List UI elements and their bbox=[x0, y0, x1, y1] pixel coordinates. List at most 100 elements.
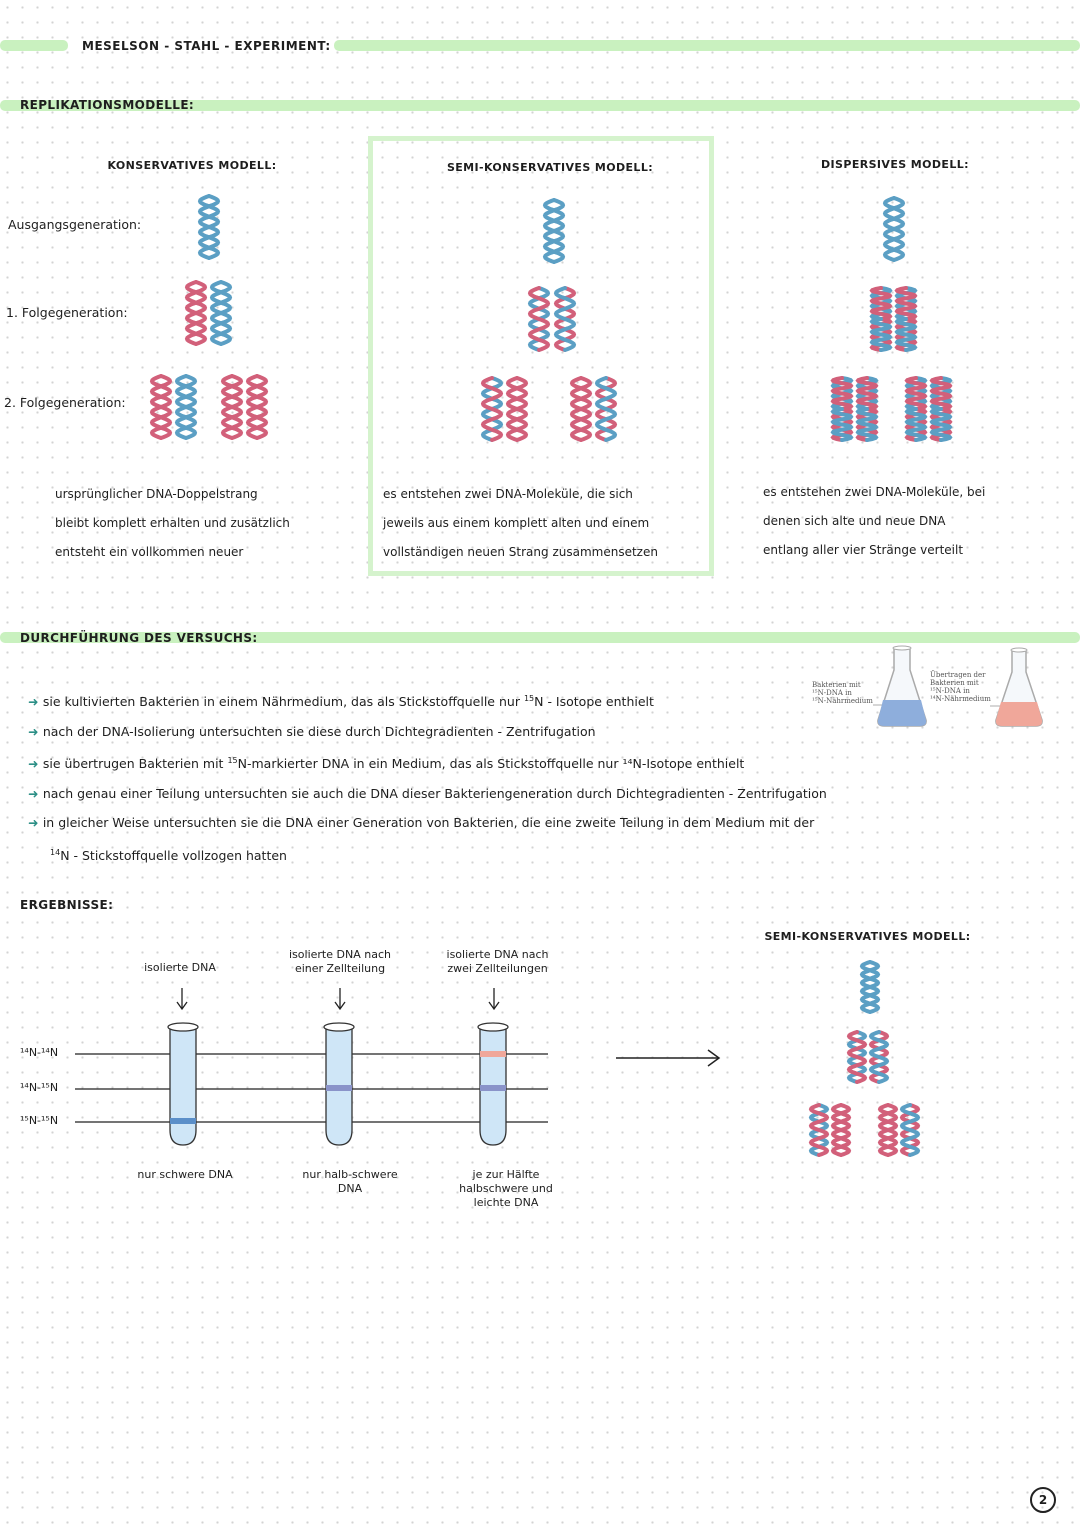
generation-label-0: Ausgangsgeneration: bbox=[8, 217, 142, 232]
dna-helix-hybrid bbox=[899, 1103, 921, 1157]
arrow-right-icon: ➜ bbox=[28, 723, 43, 739]
tube-caption-line: je zur Hälfte bbox=[472, 1168, 540, 1181]
tube-caption-1: nur halb-schwere DNA bbox=[280, 1168, 420, 1196]
step-text: N-markierter DNA in ein Medium, das als … bbox=[237, 756, 745, 772]
flask-illustrations bbox=[873, 645, 1043, 727]
model-title-semi-conservative: SEMI-KONSERVATIVES MODELL: bbox=[446, 161, 654, 174]
step-text: nach der DNA-Isolierung untersuchten sie… bbox=[42, 723, 596, 739]
tube-caption-line: DNA bbox=[337, 1182, 363, 1195]
flask-label-left: Bakterien mit ¹⁵N-DNA in ¹⁵N-Nährmedium bbox=[812, 681, 882, 705]
tube-header-2: isolierte DNA nach zwei Zellteilungen bbox=[425, 948, 570, 976]
arrow-right-icon: ➜ bbox=[28, 815, 43, 831]
desc-line: denen sich alte und neue DNA bbox=[763, 514, 946, 528]
tube-caption-line: halbschwere und bbox=[459, 1182, 553, 1195]
tube-header-line: einer Zellteilung bbox=[294, 962, 386, 975]
dna-helix-hybrid bbox=[480, 376, 504, 442]
desc-line: jeweils aus einem komplett alten und ein… bbox=[383, 516, 650, 530]
desc-line: bleibt komplett erhalten und zusätzlich bbox=[55, 516, 290, 530]
dna-helix-new bbox=[149, 374, 173, 440]
desc-line: es entstehen zwei DNA-Moleküle, bei bbox=[763, 485, 986, 499]
tube-header-line: isolierte DNA nach bbox=[446, 948, 549, 961]
dna-helix-dispersive bbox=[894, 286, 918, 321]
flask-label-line: ¹⁵N-DNA in bbox=[930, 687, 970, 695]
procedure-step: ➜ nach genau einer Teilung untersuchten … bbox=[28, 779, 1028, 809]
dna-helix-hybrid bbox=[868, 1030, 890, 1084]
dna-helix-parent bbox=[859, 960, 881, 1014]
procedure-step: ➜ nach der DNA-Isolierung untersuchten s… bbox=[28, 717, 1028, 747]
flask-label-line: Bakterien mit bbox=[930, 679, 979, 687]
dna-helix-new bbox=[184, 280, 208, 346]
step-text: sie übertrugen Bakterien mit bbox=[42, 756, 228, 772]
step-text: in gleicher Weise untersuchten sie die D… bbox=[42, 815, 815, 831]
page-number: 2 bbox=[1030, 1487, 1056, 1513]
models-heading: REPLIKATIONSMODELLE: bbox=[20, 98, 195, 112]
flask-label-line: ¹⁴N-Nährmedium bbox=[930, 695, 991, 703]
desc-line: vollständigen neuen Strang zusammensetze… bbox=[383, 545, 658, 559]
isotope-superscript: 15 bbox=[227, 756, 238, 766]
band-label-heavy: ¹⁵N-¹⁵N bbox=[20, 1114, 59, 1127]
tube-header-line: isolierte DNA bbox=[144, 961, 216, 974]
dna-helix-dispersive bbox=[855, 407, 879, 442]
step-text: sie kultivierten Bakterien in einem Nähr… bbox=[42, 694, 524, 710]
dna-helix-new bbox=[220, 374, 244, 440]
band-label-hybrid: ¹⁴N-¹⁵N bbox=[20, 1081, 59, 1094]
tube-caption-line: leichte DNA bbox=[473, 1196, 539, 1209]
results-heading: ERGEBNISSE: bbox=[20, 898, 114, 912]
dna-helix-dispersive bbox=[869, 286, 893, 321]
result-model-title: SEMI-KONSERVATIVES MODELL: bbox=[764, 930, 971, 943]
models-heading-highlight bbox=[0, 100, 1080, 111]
arrow-right-icon: ➜ bbox=[28, 756, 43, 772]
flask-label-right: Übertragen der Bakterien mit ¹⁵N-DNA in … bbox=[930, 671, 1000, 703]
isotope-superscript: 14 bbox=[50, 847, 61, 857]
dna-helix-dispersive bbox=[830, 376, 854, 411]
flask-label-line: Übertragen der bbox=[930, 671, 986, 679]
arrow-right-icon: ➜ bbox=[28, 694, 43, 710]
dna-helix-dispersive bbox=[830, 407, 854, 442]
tube-header-line: isolierte DNA nach bbox=[289, 948, 391, 961]
dna-helix-dispersive bbox=[869, 317, 893, 352]
flask-label-line: ¹⁵N-DNA in bbox=[812, 689, 852, 697]
title-highlight-right bbox=[334, 40, 1080, 51]
tube-caption-2: je zur Hälfte halbschwere und leichte DN… bbox=[436, 1168, 576, 1210]
model-desc-semi-conservative: es entstehen zwei DNA-Moleküle, die sich… bbox=[383, 480, 713, 567]
dna-helix-hybrid bbox=[527, 286, 551, 352]
flask-label-line: ¹⁵N-Nährmedium bbox=[812, 697, 873, 705]
dna-helix-original bbox=[209, 280, 233, 346]
dna-helix-new bbox=[830, 1103, 852, 1157]
dna-helix-hybrid bbox=[594, 376, 618, 442]
down-arrow-icon bbox=[176, 988, 188, 1011]
dna-helix-original bbox=[174, 374, 198, 440]
procedure-list: ➜ sie kultivierten Bakterien in einem Nä… bbox=[28, 684, 1028, 870]
dna-helix-dispersive bbox=[904, 407, 928, 442]
generation-label-2: 2. Folgegeneration: bbox=[4, 395, 126, 410]
dna-helix-new bbox=[505, 376, 529, 442]
dna-helix-new bbox=[877, 1103, 899, 1157]
tube-caption-line: nur schwere DNA bbox=[137, 1168, 233, 1181]
centrifugation-tubes bbox=[75, 988, 721, 1146]
flask-label-line: Bakterien mit bbox=[812, 681, 861, 689]
arrow-right-icon bbox=[616, 1049, 721, 1067]
dna-helix-dispersive bbox=[929, 407, 953, 442]
arrow-right-icon: ➜ bbox=[28, 785, 43, 801]
model-title-dispersive: DISPERSIVES MODELL: bbox=[821, 158, 969, 171]
test-tube-2 bbox=[477, 1022, 509, 1146]
procedure-step: ➜ sie kultivierten Bakterien in einem Nä… bbox=[28, 684, 1028, 717]
isotope-superscript: 15 bbox=[523, 694, 535, 703]
step-text: N - Isotope enthielt bbox=[534, 694, 654, 710]
procedure-step: ➜ sie übertrugen Bakterien mit 15N-marki… bbox=[28, 746, 1028, 779]
tube-header-0: isolierte DNA bbox=[120, 961, 240, 975]
desc-line: es entstehen zwei DNA-Moleküle, die sich bbox=[383, 487, 633, 501]
desc-line: entsteht ein vollkommen neuer bbox=[55, 545, 244, 559]
dna-helix-new bbox=[569, 376, 593, 442]
model-desc-dispersive: es entstehen zwei DNA-Moleküle, bei dene… bbox=[763, 478, 1063, 565]
tube-caption-line: nur halb-schwere bbox=[302, 1168, 398, 1181]
down-arrow-icon bbox=[334, 988, 346, 1011]
procedure-step: ➜ in gleicher Weise untersuchten sie die… bbox=[28, 808, 1028, 838]
page-title: MESELSON - STAHL - EXPERIMENT: bbox=[82, 39, 331, 53]
dna-helix-hybrid bbox=[846, 1030, 868, 1084]
title-highlight-left bbox=[0, 40, 68, 51]
dna-helix-dispersive bbox=[904, 376, 928, 411]
desc-line: ursprünglicher DNA-Doppelstrang bbox=[55, 487, 258, 501]
tube-header-line: zwei Zellteilungen bbox=[447, 962, 548, 975]
